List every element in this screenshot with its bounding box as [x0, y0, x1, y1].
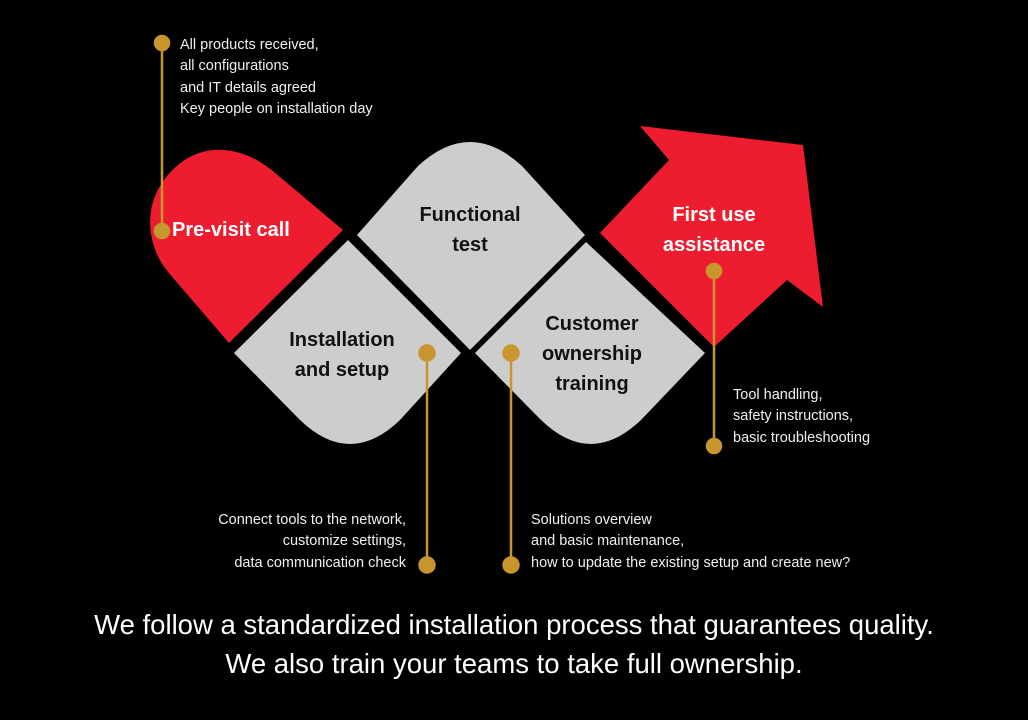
connector-dot: [153, 34, 171, 52]
label-line: training: [555, 373, 629, 395]
note-line: all configurations: [180, 58, 289, 75]
step-label-functional-test: Functional test: [408, 200, 532, 260]
first-use-arrow-shape: [600, 126, 823, 347]
step-label-first-use: First use assistance: [652, 200, 776, 260]
note-line: and IT details agreed: [180, 79, 316, 96]
note-line: and basic maintenance,: [531, 533, 685, 550]
tagline: We follow a standardized installation pr…: [0, 605, 1028, 683]
installation-setup-shape: [234, 240, 461, 444]
tagline-line: We follow a standardized installation pr…: [94, 609, 934, 640]
step-label-customer-training: Customer ownership training: [530, 309, 654, 399]
label-line: assistance: [662, 234, 766, 256]
note-line: All products received,: [180, 37, 319, 53]
label-line: First use: [672, 204, 756, 226]
pre-visit-notes: All products received, all configuration…: [180, 35, 373, 120]
label-line: Functional: [419, 204, 521, 226]
step-label-installation-setup: Installation and setup: [280, 325, 404, 385]
customer-training-notes: Solutions overview and basic maintenance…: [531, 510, 850, 574]
customer-training-shape: [475, 242, 705, 444]
note-line: basic troubleshooting: [733, 429, 871, 446]
note-line: Tool handling,: [733, 387, 823, 403]
note-line: Key people on installation day: [180, 100, 373, 117]
label-line: Installation: [289, 329, 395, 351]
connector-dot: [705, 437, 723, 455]
label-line: Customer: [545, 313, 639, 335]
note-line: safety instructions,: [733, 408, 854, 425]
label-line: ownership: [541, 343, 642, 365]
label-line: and setup: [294, 359, 390, 381]
functional-test-shape: [357, 142, 585, 350]
tagline-line: We also train your teams to take full ow…: [225, 648, 803, 679]
note-line: customize settings,: [282, 533, 406, 550]
connector-dot: [705, 262, 723, 280]
first-use-notes: Tool handling, safety instructions, basi…: [733, 385, 870, 449]
label-line: test: [452, 234, 488, 256]
note-line: how to update the existing setup and cre…: [531, 554, 851, 571]
connector-dot: [153, 222, 171, 240]
note-line: data communication check: [234, 554, 406, 571]
note-line: Solutions overview: [531, 512, 652, 528]
connector-dot: [418, 344, 436, 362]
pre-visit-call-shape: [150, 149, 343, 343]
connector-dot: [418, 556, 436, 574]
step-label-pre-visit-call: Pre-visit call: [172, 219, 290, 241]
installation-notes: Connect tools to the network, customize …: [218, 510, 406, 574]
note-line: Connect tools to the network,: [218, 512, 406, 528]
connector-dot: [502, 344, 520, 362]
connector-dot: [502, 556, 520, 574]
